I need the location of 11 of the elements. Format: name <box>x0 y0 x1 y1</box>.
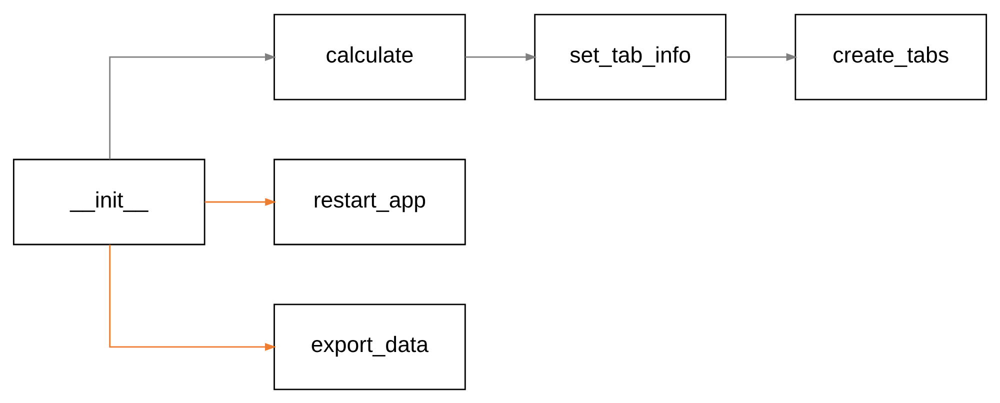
node-box: create_tabs <box>794 13 988 100</box>
arrow <box>109 244 276 350</box>
arrow <box>726 52 798 60</box>
arrow <box>465 52 537 60</box>
node-box: __init__ <box>12 158 206 245</box>
node-box: restart_app <box>274 158 466 245</box>
node-box: export_data <box>274 303 466 390</box>
arrow <box>204 198 276 206</box>
node-box: set_tab_info <box>534 13 726 100</box>
node-box: calculate <box>274 13 466 100</box>
arrow <box>109 52 276 159</box>
